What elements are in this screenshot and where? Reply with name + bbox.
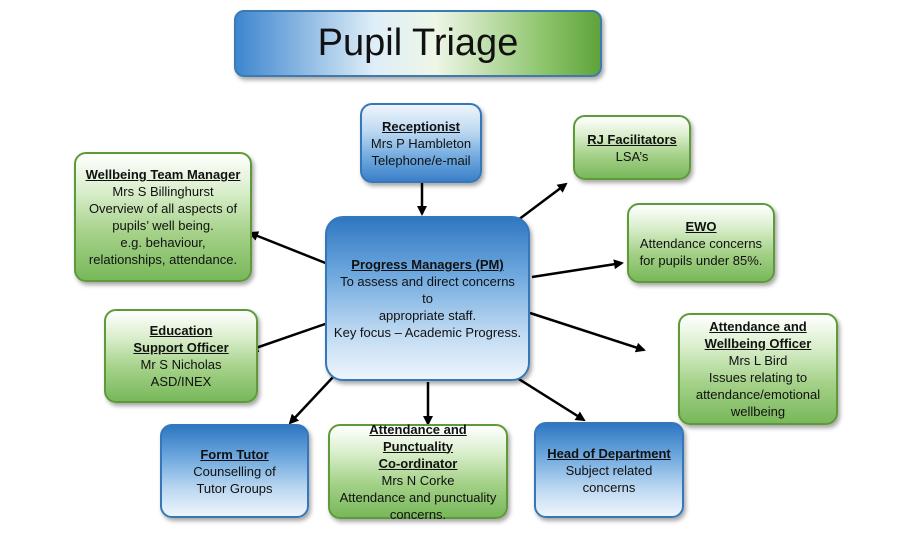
awo-title-line-2: Wellbeing Officer — [704, 336, 812, 351]
wellbeing-line-1: Mrs S Billinghurst — [112, 184, 214, 199]
wellbeing-team-manager-box: Wellbeing Team Manager Mrs S Billinghurs… — [74, 152, 252, 282]
title-banner: Pupil Triage — [234, 10, 602, 77]
progress-managers-line-3: Key focus – Academic Progress. — [333, 325, 522, 340]
awo-line-4: wellbeing — [730, 404, 786, 419]
receptionist-title: Receptionist — [381, 118, 460, 134]
eso-title-line-2: Support Officer — [133, 340, 229, 355]
arrow-pm-to-wellbeing — [248, 231, 329, 266]
ewo-box: EWO Attendance concerns for pupils under… — [627, 203, 775, 283]
receptionist-line-1: Mrs P Hambleton — [370, 135, 472, 151]
arrow-pm-to-hod — [513, 374, 586, 422]
arrow-pm-to-rj — [517, 182, 568, 221]
progress-managers-box: Progress Managers (PM) To assess and dir… — [325, 216, 530, 381]
apc-line-3: concerns. — [389, 506, 447, 522]
awo-title-line-1: Attendance and — [709, 319, 807, 334]
hod-line-1: Subject related — [565, 462, 653, 478]
ewo-line-1: Attendance concerns — [639, 235, 763, 251]
rj-facilitators-line-1: LSA’s — [615, 148, 649, 164]
form-tutor-box: Form Tutor Counselling of Tutor Groups — [160, 424, 309, 518]
eso-line-1: Mr S Nicholas — [140, 357, 222, 372]
wellbeing-line-3: pupils’ well being. — [112, 218, 214, 233]
hod-line-2: concerns — [582, 479, 636, 495]
attendance-wellbeing-officer-box: Attendance and Wellbeing Officer Mrs L B… — [678, 313, 838, 425]
apc-line-1: Mrs N Corke — [381, 472, 455, 488]
receptionist-box: Receptionist Mrs P Hambleton Telephone/e… — [360, 103, 482, 183]
apc-title-line-2: Co-ordinator — [378, 455, 458, 471]
awo-line-1: Mrs L Bird — [728, 353, 788, 368]
wellbeing-line-2: Overview of all aspects of — [88, 201, 238, 216]
wellbeing-line-4: e.g. behaviour, — [120, 235, 206, 250]
form-tutor-line-1: Counselling of — [193, 463, 276, 479]
rj-facilitators-title: RJ Facilitators — [587, 131, 677, 147]
eso-title-line-1: Education — [149, 323, 213, 338]
receptionist-line-2: Telephone/e-mail — [371, 152, 471, 168]
head-of-department-box: Head of Department Subject related conce… — [534, 422, 684, 518]
progress-managers-line-1: To assess and direct concerns to — [340, 274, 515, 306]
eso-line-2: ASD/INEX — [150, 374, 212, 389]
arrow-pm-to-ewo — [531, 259, 624, 279]
rj-facilitators-box: RJ Facilitators LSA’s — [573, 115, 691, 180]
arrow-pm-to-awo — [529, 311, 646, 353]
hod-title: Head of Department — [547, 445, 671, 461]
wellbeing-team-manager-title: Wellbeing Team Manager — [85, 167, 241, 182]
ewo-line-2: for pupils under 85%. — [639, 252, 763, 268]
ewo-title: EWO — [685, 218, 717, 234]
arrow-pm-to-eso — [248, 321, 329, 353]
progress-managers-title: Progress Managers (PM) — [351, 257, 504, 272]
attendance-punctuality-coordinator-box: Attendance and Punctuality Co-ordinator … — [328, 421, 508, 522]
awo-line-2: Issues relating to — [708, 370, 808, 385]
education-support-officer-box: Education Support Officer Mr S Nicholas … — [104, 309, 258, 403]
awo-line-3: attendance/emotional — [695, 387, 821, 402]
wellbeing-line-5: relationships, attendance. — [88, 252, 238, 267]
page-title: Pupil Triage — [317, 22, 519, 64]
apc-title-line-1: Attendance and Punctuality — [369, 421, 467, 454]
apc-line-2: Attendance and punctuality — [339, 489, 497, 505]
form-tutor-line-2: Tutor Groups — [196, 480, 273, 496]
arrow-pm-to-form-tutor — [288, 375, 335, 425]
form-tutor-title: Form Tutor — [200, 446, 269, 462]
progress-managers-line-2: appropriate staff. — [378, 308, 477, 323]
